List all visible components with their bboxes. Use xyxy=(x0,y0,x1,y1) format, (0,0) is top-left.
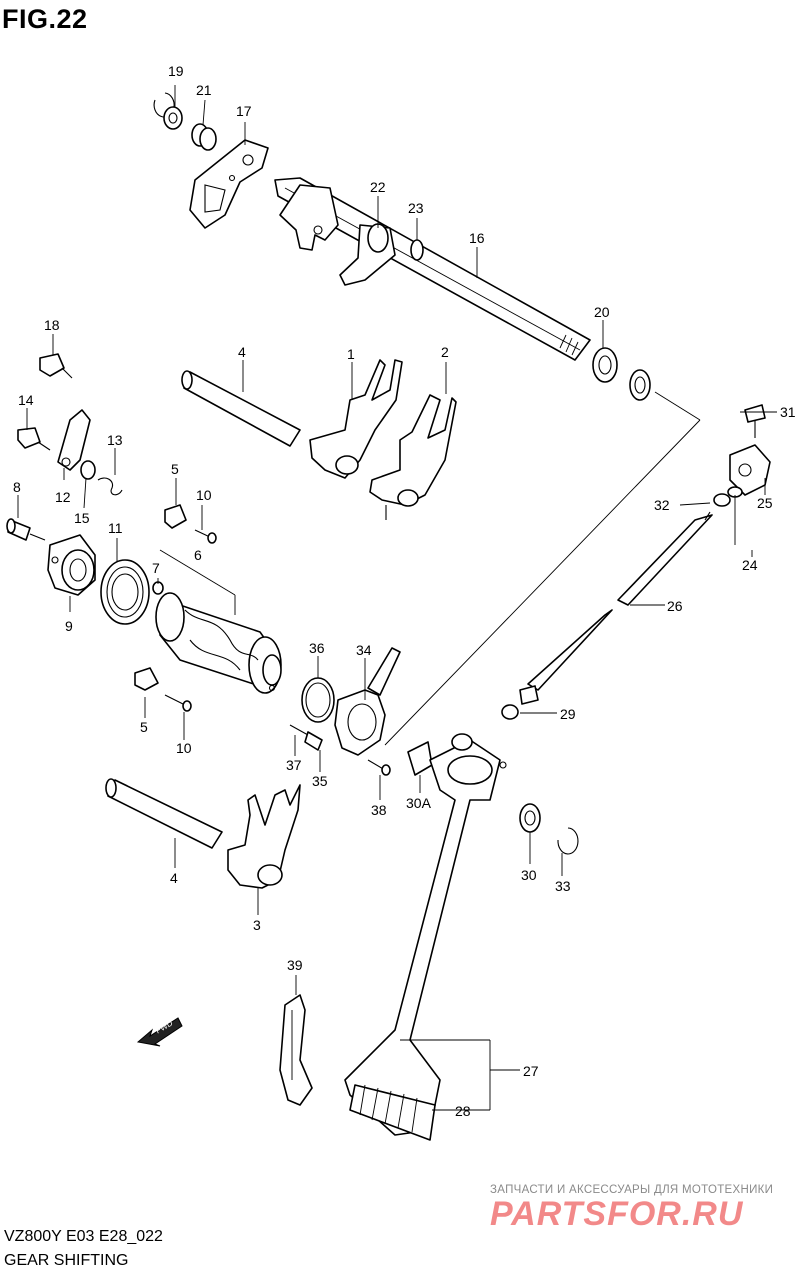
callout-13: 13 xyxy=(107,432,123,448)
stopper-arm-12 xyxy=(57,409,91,471)
figure-title: FIG.22 xyxy=(2,4,88,34)
o-ring-36 xyxy=(301,677,335,723)
callout-9: 9 xyxy=(65,618,73,634)
callout-37: 37 xyxy=(286,757,302,773)
shift-fork-shaft-lower xyxy=(105,778,223,849)
section-name: GEAR SHIFTING xyxy=(4,1252,129,1269)
callout-6: 6 xyxy=(194,547,202,563)
callout-27: 27 xyxy=(523,1063,539,1079)
bolt-18 xyxy=(39,353,73,379)
callout-16: 16 xyxy=(469,230,485,246)
callout-12: 12 xyxy=(55,489,71,505)
callout-1: 1 xyxy=(347,346,355,362)
callout-30A: 30A xyxy=(406,795,432,811)
callout-35: 35 xyxy=(312,773,328,789)
footpeg-rubber-28 xyxy=(349,1084,436,1141)
callout-18: 18 xyxy=(44,317,60,333)
callout-11: 11 xyxy=(108,520,123,536)
shift-fork-2 xyxy=(369,394,457,520)
callout-22: 22 xyxy=(370,179,386,195)
callout-23: 23 xyxy=(408,200,424,216)
callout-33: 33 xyxy=(555,878,571,894)
shaft-spacer xyxy=(410,239,424,261)
shift-cam-34 xyxy=(334,647,401,756)
cover-39 xyxy=(279,994,313,1106)
retainer-5b xyxy=(134,667,159,691)
cam-stopper-plate xyxy=(189,139,269,229)
washer-30A xyxy=(407,741,433,776)
callout-32: 32 xyxy=(654,497,670,513)
callout-39: 39 xyxy=(287,957,303,973)
shift-fork-3 xyxy=(227,784,301,889)
callout-10-upper: 10 xyxy=(196,487,212,503)
cam-driven-gear-9 xyxy=(47,534,96,596)
callout-5-upper: 5 xyxy=(171,461,179,477)
callout-17: 17 xyxy=(236,103,252,119)
callout-34: 34 xyxy=(356,642,372,658)
watermark-caption: ЗАПЧАСТИ И АКСЕССУАРЫ ДЛЯ МОТОТЕХНИКИ xyxy=(490,1184,774,1196)
callout-14: 14 xyxy=(18,392,34,408)
bolt-14 xyxy=(17,427,51,451)
watermark-brand: PARTSFOR.RU xyxy=(490,1195,744,1233)
callout-29: 29 xyxy=(560,706,576,722)
callout-36: 36 xyxy=(309,640,325,656)
callout-labels: 19 21 17 22 23 16 20 18 4 1 2 14 13 8 12… xyxy=(13,63,796,1119)
callout-21: 21 xyxy=(196,82,212,98)
washer-19 xyxy=(163,106,183,130)
screw-38 xyxy=(367,759,391,776)
bearing-11 xyxy=(100,559,150,625)
circlip-33 xyxy=(557,827,579,855)
callout-4-upper: 4 xyxy=(238,344,246,360)
oil-seal-20 xyxy=(592,347,651,401)
callout-25: 25 xyxy=(757,495,773,511)
callout-30: 30 xyxy=(521,867,537,883)
callout-4-lower: 4 xyxy=(170,870,178,886)
reference-lines xyxy=(159,391,701,1110)
watermark-logo: PARTSFOR.RU xyxy=(490,1195,744,1233)
callout-3: 3 xyxy=(253,917,261,933)
callout-26: 26 xyxy=(667,598,683,614)
callout-31: 31 xyxy=(780,404,796,420)
washer-30 xyxy=(519,803,541,833)
retainer-5a xyxy=(164,504,187,529)
link-rod-assembly xyxy=(501,404,771,720)
gear-shift-arm xyxy=(279,184,339,251)
callout-2: 2 xyxy=(441,344,449,360)
callout-8: 8 xyxy=(13,479,21,495)
callout-10-lower: 10 xyxy=(176,740,192,756)
pawl-37 xyxy=(289,724,309,736)
callout-5-lower: 5 xyxy=(140,719,148,735)
callout-24: 24 xyxy=(742,557,758,573)
cam-pin-8 xyxy=(6,518,46,541)
callout-38: 38 xyxy=(371,802,387,818)
spring-13 xyxy=(80,460,123,496)
fwd-direction-marker: FWD xyxy=(136,1017,183,1047)
callout-20: 20 xyxy=(594,304,610,320)
callout-15: 15 xyxy=(74,510,90,526)
shift-fork-shaft-upper xyxy=(181,370,301,447)
callout-28: 28 xyxy=(455,1103,471,1119)
gear-shift-cam-plate xyxy=(339,223,396,286)
spring-21 xyxy=(191,123,217,151)
callout-7: 7 xyxy=(152,560,160,576)
screw-10a xyxy=(194,529,217,544)
screw-10b xyxy=(164,694,192,712)
shift-fork-1 xyxy=(309,359,403,479)
model-code: VZ800Y E03 E28_022 xyxy=(4,1228,163,1245)
callout-19: 19 xyxy=(168,63,184,79)
cam-drum xyxy=(155,592,282,694)
pin-35 xyxy=(304,731,323,751)
